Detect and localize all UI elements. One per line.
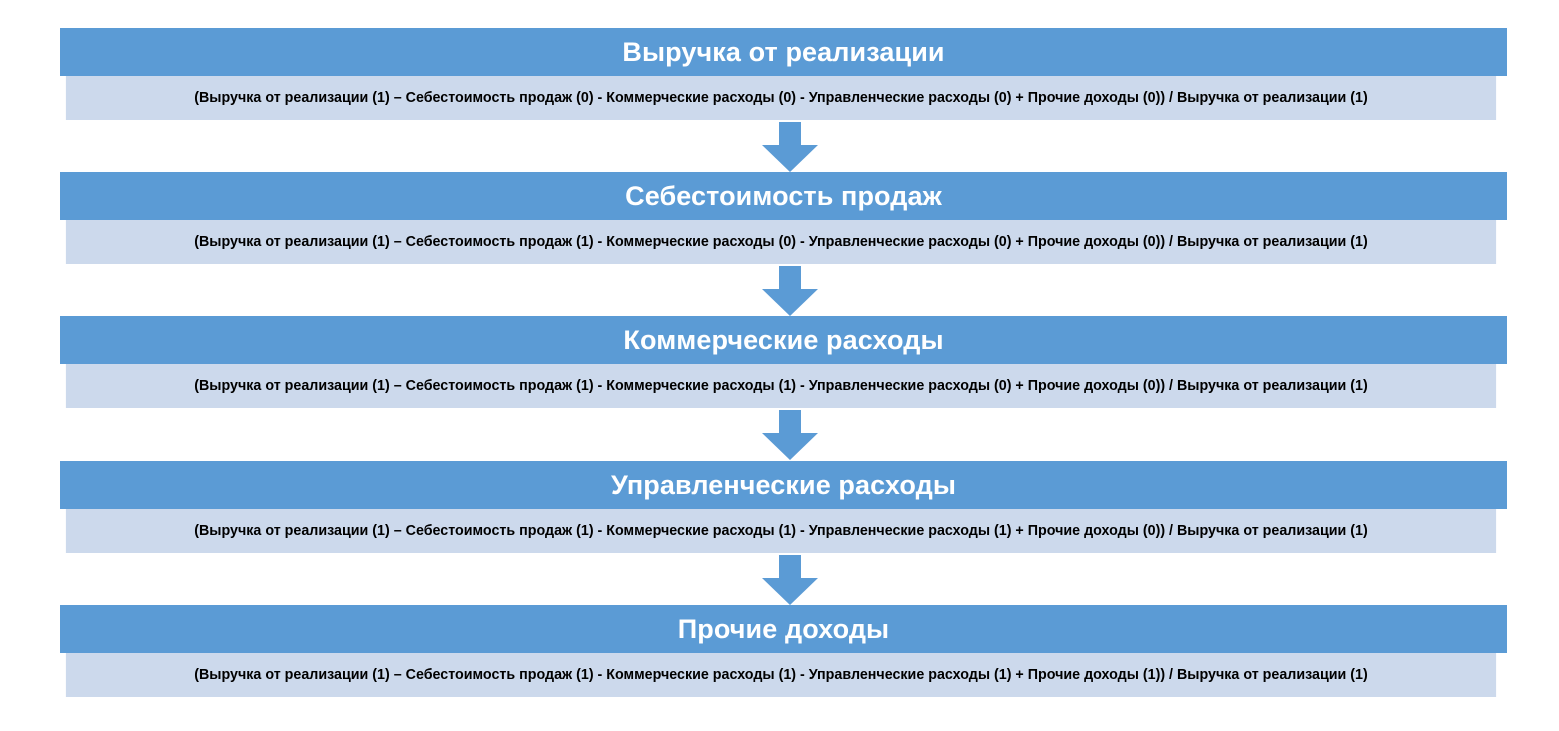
stage-formula-2: (Выручка от реализации (1) – Себестоимос… — [65, 220, 1497, 264]
stage-formula-4: (Выручка от реализации (1) – Себестоимос… — [65, 509, 1497, 553]
stage-formula-3: (Выручка от реализации (1) – Себестоимос… — [65, 364, 1497, 408]
down-arrow-icon-1 — [762, 122, 818, 172]
down-arrow-icon-4 — [762, 555, 818, 605]
stage-title-prochie-dohody: Прочие доходы — [60, 605, 1507, 653]
down-arrow-icon-2 — [762, 266, 818, 316]
stage-title-vyruchka-ot-realizacii: Выручка от реализации — [60, 28, 1507, 76]
down-arrow-icon-3 — [762, 410, 818, 460]
stage-formula-5: (Выручка от реализации (1) – Себестоимос… — [65, 653, 1497, 697]
stage-title-upravlencheskie-rashody: Управленческие расходы — [60, 461, 1507, 509]
stage-title-kommercheskie-rashody: Коммерческие расходы — [60, 316, 1507, 364]
stage-title-sebestoimost-prodazh: Себестоимость продаж — [60, 172, 1507, 220]
stage-formula-1: (Выручка от реализации (1) – Себестоимос… — [65, 76, 1497, 120]
